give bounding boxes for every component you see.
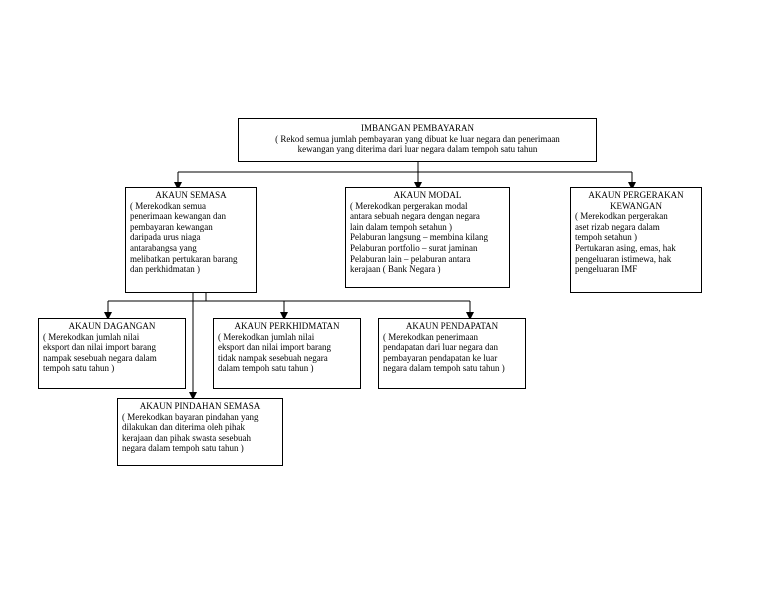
node-title: AKAUN PENDAPATAN [405, 321, 499, 331]
node-imbangan-pembayaran: IMBANGAN PEMBAYARAN ( Rekod semua jumlah… [238, 118, 597, 162]
node-description: ( Merekodkan pergerakan aset rizab negar… [575, 211, 676, 275]
node-description: ( Merekodkan pergerakan modal antara seb… [350, 200, 488, 275]
node-title: AKAUN PINDAHAN SEMASA [139, 401, 261, 411]
node-description: ( Rekod semua jumlah pembayaran yang dib… [275, 133, 560, 155]
node-description: ( Merekodkan penerimaan pendapatan dari … [383, 331, 505, 374]
node-title: AKAUN SEMASA [155, 190, 227, 200]
node-description: ( Merekodkan bayaran pindahan yang dilak… [122, 411, 259, 454]
node-akaun-pergerakan-kewangan: AKAUN PERGERAKAN KEWANGAN ( Merekodkan p… [570, 187, 702, 293]
node-akaun-pindahan-semasa: AKAUN PINDAHAN SEMASA ( Merekodkan bayar… [117, 398, 283, 466]
node-title: AKAUN PERKHIDMATAN [234, 321, 340, 331]
node-akaun-pendapatan: AKAUN PENDAPATAN ( Merekodkan penerimaan… [378, 318, 526, 389]
node-akaun-dagangan: AKAUN DAGANGAN ( Merekodkan jumlah nilai… [38, 318, 186, 389]
node-description: ( Merekodkan jumlah nilai eksport dan ni… [43, 331, 157, 374]
node-description: ( Merekodkan semua penerimaan kewangan d… [130, 200, 238, 275]
node-akaun-perkhidmatan: AKAUN PERKHIDMATAN ( Merekodkan jumlah n… [213, 318, 361, 389]
node-title: AKAUN DAGANGAN [68, 321, 156, 331]
node-akaun-modal: AKAUN MODAL ( Merekodkan pergerakan moda… [345, 187, 510, 288]
node-description: ( Merekodkan jumlah nilai eksport dan ni… [218, 331, 331, 374]
node-title: AKAUN MODAL [393, 190, 462, 200]
node-title: IMBANGAN PEMBAYARAN [361, 123, 474, 133]
node-title: AKAUN PERGERAKAN KEWANGAN [588, 190, 684, 211]
node-akaun-semasa: AKAUN SEMASA ( Merekodkan semua penerima… [125, 187, 257, 293]
